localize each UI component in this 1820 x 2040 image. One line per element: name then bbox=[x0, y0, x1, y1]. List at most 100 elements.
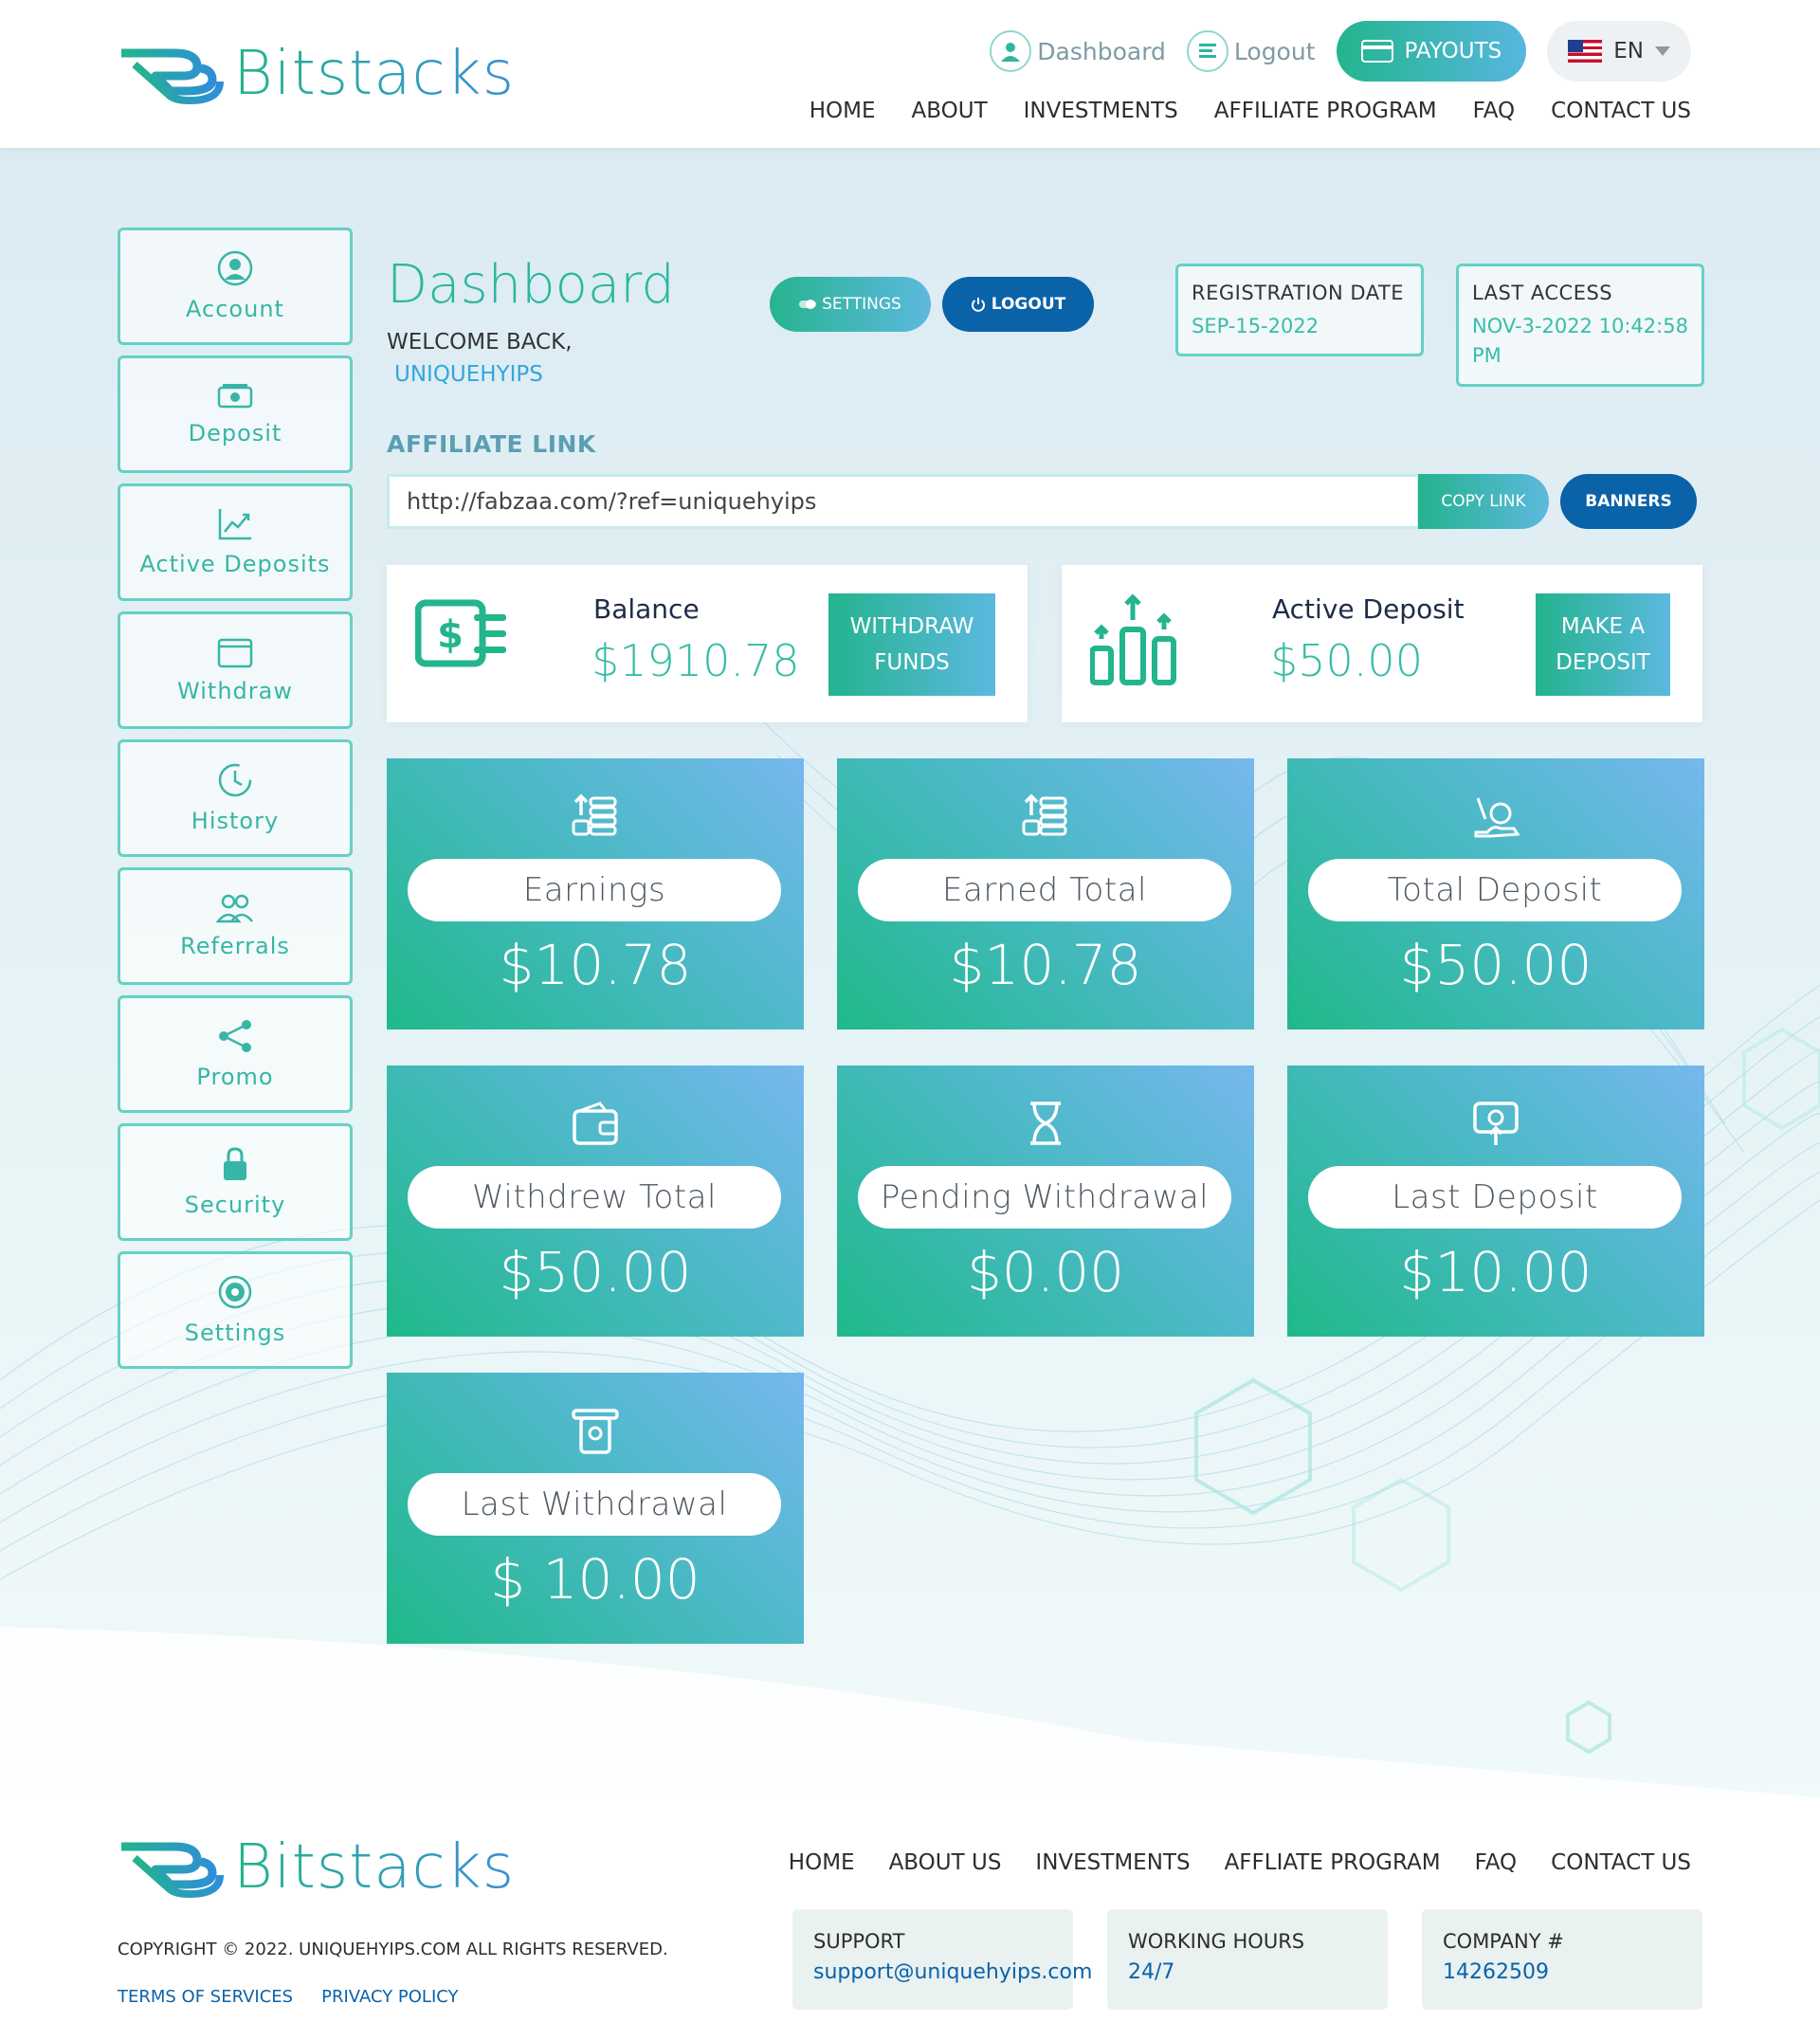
company-number-box: COMPANY # 14262509 bbox=[1422, 1909, 1702, 2010]
welcome-text: WELCOME BACK, bbox=[387, 330, 573, 355]
page-title: Dashboard bbox=[387, 254, 675, 316]
last-withdrawal-tile: Last Withdrawal $ 10.00 bbox=[387, 1373, 804, 1644]
deposit-icon bbox=[1473, 1102, 1519, 1145]
sidebar-item-history[interactable]: History bbox=[118, 739, 353, 857]
support-email[interactable]: support@uniquehyips.com bbox=[813, 1960, 1093, 1984]
active-deposit-title: Active Deposit bbox=[1272, 593, 1465, 625]
money-icon bbox=[217, 384, 253, 409]
logout-link-label: Logout bbox=[1233, 37, 1316, 65]
us-flag-icon bbox=[1568, 40, 1603, 63]
main-nav: HOME ABOUT INVESTMENTS AFFILIATE PROGRAM… bbox=[810, 99, 1691, 123]
earned-total-tile: Earned Total $10.78 bbox=[837, 758, 1254, 1029]
site-footer: Bitstacks HOME ABOUT US INVESTMENTS AFFL… bbox=[0, 1797, 1820, 2040]
tile-label: Total Deposit bbox=[1308, 859, 1682, 921]
tile-value: $0.00 bbox=[966, 1240, 1125, 1304]
nav-about[interactable]: ABOUT bbox=[911, 99, 988, 123]
card-icon bbox=[1360, 40, 1393, 63]
make-deposit-button[interactable]: MAKE A DEPOSIT bbox=[1536, 593, 1670, 696]
privacy-link[interactable]: PRIVACY POLICY bbox=[321, 1987, 459, 2007]
bars-growth-icon bbox=[1090, 593, 1176, 685]
toggle-icon bbox=[799, 300, 817, 309]
cash-icon: $ bbox=[415, 599, 506, 667]
nav-home[interactable]: HOME bbox=[809, 99, 876, 123]
tile-value: $10.78 bbox=[499, 933, 692, 997]
copy-link-button[interactable]: COPY LINK bbox=[1418, 474, 1549, 529]
tile-value: $10.78 bbox=[949, 933, 1142, 997]
sidebar-item-label: Account bbox=[186, 296, 284, 322]
company-number-title: COMPANY # bbox=[1443, 1930, 1564, 1953]
withdrew-total-tile: Withdrew Total $50.00 bbox=[387, 1066, 804, 1337]
sidebar-item-referrals[interactable]: Referrals bbox=[118, 867, 353, 985]
active-deposit-card: Active Deposit $50.00 MAKE A DEPOSIT bbox=[1062, 565, 1702, 722]
tile-label: Withdrew Total bbox=[408, 1166, 781, 1229]
nav-contact-us[interactable]: CONTACT US bbox=[1551, 99, 1691, 123]
site-header: Bitstacks Dashboard Logout PAYOUTS EN HO… bbox=[0, 0, 1820, 148]
nav-investments[interactable]: INVESTMENTS bbox=[1023, 99, 1178, 123]
sidebar-item-deposit[interactable]: Deposit bbox=[118, 355, 353, 473]
lock-icon bbox=[224, 1147, 246, 1180]
logout-button[interactable]: LOGOUT bbox=[942, 277, 1094, 332]
working-hours-title: WORKING HOURS bbox=[1128, 1930, 1305, 1953]
footer-nav-about-us[interactable]: ABOUT US bbox=[888, 1850, 1002, 1875]
sidebar-item-label: Withdraw bbox=[177, 678, 293, 704]
payouts-label: PAYOUTS bbox=[1404, 39, 1502, 64]
tile-label: Pending Withdrawal bbox=[858, 1166, 1231, 1229]
top-actions: Dashboard Logout PAYOUTS EN bbox=[990, 21, 1691, 82]
share-icon bbox=[219, 1020, 251, 1052]
footer-nav-investments[interactable]: INVESTMENTS bbox=[1035, 1850, 1191, 1875]
language-label: EN bbox=[1613, 39, 1644, 64]
sidebar-item-active-deposits[interactable]: Active Deposits bbox=[118, 483, 353, 601]
copyright-text: COPYRIGHT © 2022. UNIQUEHYIPS.COM ALL RI… bbox=[118, 1940, 668, 1959]
footer-nav-home[interactable]: HOME bbox=[788, 1850, 855, 1875]
coins-up-icon bbox=[572, 793, 617, 836]
last-access-value: NOV-3-2022 10:42:58 PM bbox=[1472, 315, 1688, 367]
nav-faq[interactable]: FAQ bbox=[1472, 99, 1516, 123]
company-number-value: 14262509 bbox=[1443, 1960, 1549, 1984]
payouts-button[interactable]: PAYOUTS bbox=[1336, 21, 1527, 82]
brand-name: Bitstacks bbox=[233, 39, 516, 109]
tile-value: $10.00 bbox=[1399, 1240, 1592, 1304]
footer-nav-affiliate-program[interactable]: AFFLIATE PROGRAM bbox=[1224, 1850, 1441, 1875]
cash-out-icon bbox=[572, 1409, 619, 1454]
svg-text:$: $ bbox=[437, 613, 464, 657]
registration-date-box: REGISTRATION DATE SEP-15-2022 bbox=[1175, 264, 1424, 356]
footer-nav-contact-us[interactable]: CONTACT US bbox=[1551, 1850, 1691, 1875]
active-deposit-amount: $50.00 bbox=[1270, 635, 1423, 686]
dashboard-link[interactable]: Dashboard bbox=[990, 30, 1166, 72]
tile-label: Earned Total bbox=[858, 859, 1231, 921]
hourglass-icon bbox=[1030, 1102, 1061, 1145]
sidebar-item-security[interactable]: Security bbox=[118, 1123, 353, 1241]
language-selector[interactable]: EN bbox=[1547, 21, 1691, 82]
sidebar-item-label: Deposit bbox=[188, 420, 282, 446]
last-access-box: LAST ACCESS NOV-3-2022 10:42:58 PM bbox=[1456, 264, 1704, 387]
sidebar-item-withdraw[interactable]: Withdraw bbox=[118, 611, 353, 729]
support-title: SUPPORT bbox=[813, 1930, 905, 1953]
footer-nav-faq[interactable]: FAQ bbox=[1474, 1850, 1518, 1875]
clock-icon bbox=[218, 763, 252, 797]
tile-label: Earnings bbox=[408, 859, 781, 921]
sidebar-item-label: Active Deposits bbox=[139, 551, 331, 577]
username: UNIQUEHYIPS bbox=[394, 362, 543, 387]
nav-affiliate-program[interactable]: AFFILIATE PROGRAM bbox=[1213, 99, 1437, 123]
total-deposit-tile: Total Deposit $50.00 bbox=[1287, 758, 1704, 1029]
last-deposit-tile: Last Deposit $10.00 bbox=[1287, 1066, 1704, 1337]
sidebar-item-account[interactable]: Account bbox=[118, 228, 353, 345]
logo-mark-icon bbox=[121, 44, 224, 106]
working-hours-box: WORKING HOURS 24/7 bbox=[1107, 1909, 1388, 2010]
banners-button[interactable]: BANNERS bbox=[1560, 474, 1697, 529]
sidebar-item-promo[interactable]: Promo bbox=[118, 995, 353, 1113]
brand-logo[interactable]: Bitstacks bbox=[118, 36, 515, 112]
withdraw-funds-button[interactable]: WITHDRAW FUNDS bbox=[828, 593, 995, 696]
affiliate-link-input[interactable] bbox=[387, 474, 1420, 529]
support-box: SUPPORT support@uniquehyips.com bbox=[792, 1909, 1093, 2010]
settings-button[interactable]: SETTINGS bbox=[770, 277, 931, 332]
dashboard-link-label: Dashboard bbox=[1037, 37, 1166, 65]
footer-logo[interactable]: Bitstacks bbox=[118, 1830, 515, 1905]
terms-link[interactable]: TERMS OF SERVICES bbox=[118, 1987, 294, 2007]
logout-link[interactable]: Logout bbox=[1186, 30, 1316, 72]
settings-button-label: SETTINGS bbox=[822, 295, 901, 314]
tile-value: $50.00 bbox=[1399, 933, 1592, 997]
sidebar-item-settings[interactable]: Settings bbox=[118, 1251, 353, 1369]
logo-mark-icon bbox=[121, 1837, 224, 1900]
registration-date-title: REGISTRATION DATE bbox=[1192, 282, 1405, 304]
